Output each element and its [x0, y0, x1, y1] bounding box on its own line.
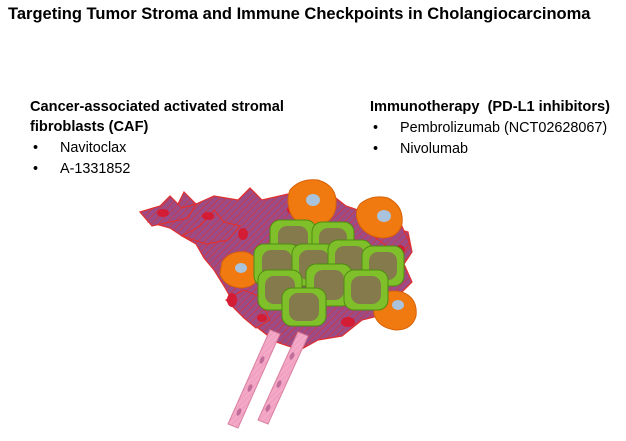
drug-a1331852: A-1331852: [60, 161, 131, 177]
vessel-nucleus: [265, 404, 271, 412]
immune-cells: [219, 179, 417, 331]
stroma-nucleus: [238, 228, 248, 240]
bullet: •: [33, 140, 39, 156]
immunotherapy-heading: Immunotherapy (PD-L1 inhibitors): [370, 99, 610, 115]
stroma-nucleus: [227, 293, 237, 307]
vessel-nucleus: [247, 384, 253, 392]
blood-vessel: [227, 329, 281, 429]
vessel-nucleus: [236, 408, 242, 416]
drug-navitoclax: Navitoclax: [60, 140, 127, 156]
immunotherapy-panel: Immunotherapy (PD-L1 inhibitors) • Pembro…: [370, 97, 626, 160]
caf-drug-list: • Navitoclax • A-1331852: [30, 138, 330, 180]
caf-heading-line1: Cancer-associated activated stromal: [30, 99, 284, 115]
stroma-cell: [180, 209, 242, 245]
blood-vessel: [257, 331, 309, 425]
tumor-cluster: [253, 219, 405, 327]
stroma-nucleus: [157, 209, 169, 217]
list-item: • Navitoclax: [30, 138, 330, 159]
list-item: • Pembrolizumab (NCT02628067): [370, 118, 626, 139]
immunotherapy-drug-list: • Pembrolizumab (NCT02628067) • Nivolumab: [370, 118, 626, 160]
page-title: Targeting Tumor Stroma and Immune Checkp…: [8, 5, 591, 23]
stroma-nucleus: [341, 317, 355, 327]
immune-nucleus: [392, 300, 404, 310]
vessel-group: [227, 329, 309, 429]
drug-pembrolizumab: Pembrolizumab (NCT02628067): [400, 120, 608, 136]
bullet: •: [373, 141, 379, 157]
stroma-nucleus: [257, 314, 267, 322]
bullet: •: [373, 120, 379, 136]
immune-nucleus: [235, 263, 247, 273]
drug-nivolumab: Nivolumab: [400, 141, 468, 157]
list-item: • A-1331852: [30, 159, 330, 180]
tumor-cell-nucleus: [351, 276, 381, 304]
bullet: •: [33, 161, 39, 177]
vessel-nucleus: [289, 352, 295, 360]
vessel-nucleus: [259, 356, 265, 364]
caf-heading: Cancer-associated activated stromal fibr…: [30, 97, 330, 137]
vessel-nucleus: [276, 380, 282, 388]
caf-panel: Cancer-associated activated stromal fibr…: [30, 97, 330, 180]
stroma-nucleus: [202, 212, 214, 220]
immune-nucleus: [306, 194, 320, 206]
tumor-cell-nucleus: [289, 293, 319, 321]
list-item: • Nivolumab: [370, 139, 626, 160]
caf-heading-line2: fibroblasts (CAF): [30, 119, 149, 135]
immune-nucleus: [377, 210, 391, 222]
